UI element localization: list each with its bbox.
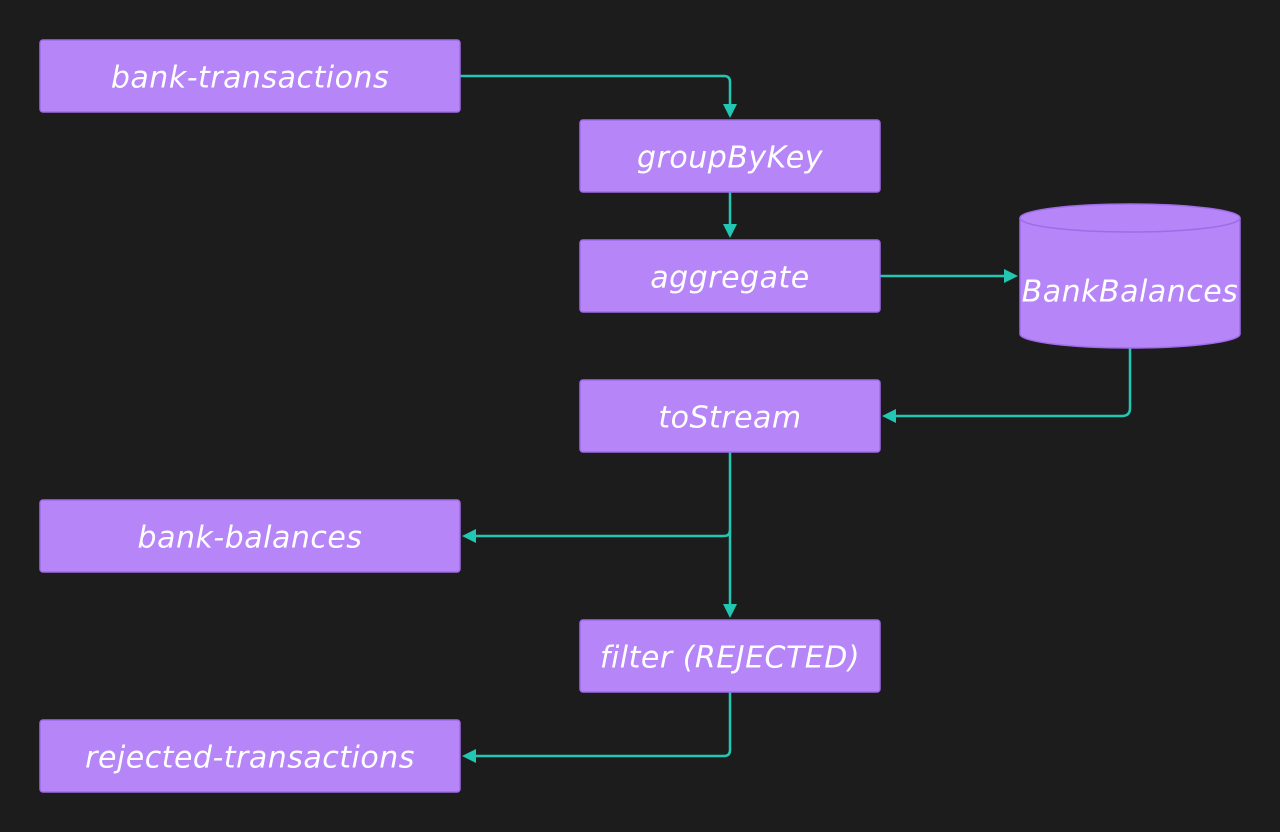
arrowhead-groupbykey <box>723 104 737 118</box>
node-label: filter (REJECTED) <box>600 641 860 676</box>
arrowhead-filter <box>723 604 737 618</box>
edge-filter-to-rejected-transactions <box>474 692 732 758</box>
arrowhead-aggregate <box>723 224 737 238</box>
node-bankbalances-store[interactable]: BankBalances <box>1019 203 1241 349</box>
edges <box>460 74 1132 763</box>
node-label: bank-transactions <box>111 61 389 96</box>
node-label: aggregate <box>650 261 809 296</box>
cylinder-body <box>1019 218 1241 349</box>
node-groupbykey[interactable]: groupByKey <box>579 119 881 193</box>
node-bank-transactions[interactable]: bank-transactions <box>39 39 461 113</box>
edge-bank-transactions-to-groupbykey <box>460 74 732 106</box>
node-label: rejected-transactions <box>85 741 415 776</box>
node-tostream[interactable]: toStream <box>579 379 881 453</box>
node-label: groupByKey <box>637 141 824 176</box>
arrowhead-bankbalances <box>1004 269 1018 283</box>
node-label: bank-balances <box>138 521 363 556</box>
node-rejected-transactions[interactable]: rejected-transactions <box>39 719 461 793</box>
arrowhead-rejected-transactions <box>462 749 476 763</box>
node-label: toStream <box>658 401 801 436</box>
edge-tostream-to-bank-balances <box>474 452 732 538</box>
arrowhead-bank-balances <box>462 529 476 543</box>
node-label: BankBalances <box>1022 275 1239 310</box>
node-bank-balances[interactable]: bank-balances <box>39 499 461 573</box>
cylinder-top <box>1019 203 1241 233</box>
arrowhead-tostream <box>882 409 896 423</box>
node-filter-rejected[interactable]: filter (REJECTED) <box>579 619 881 693</box>
node-aggregate[interactable]: aggregate <box>579 239 881 313</box>
edge-bankbalances-to-tostream <box>894 348 1132 418</box>
